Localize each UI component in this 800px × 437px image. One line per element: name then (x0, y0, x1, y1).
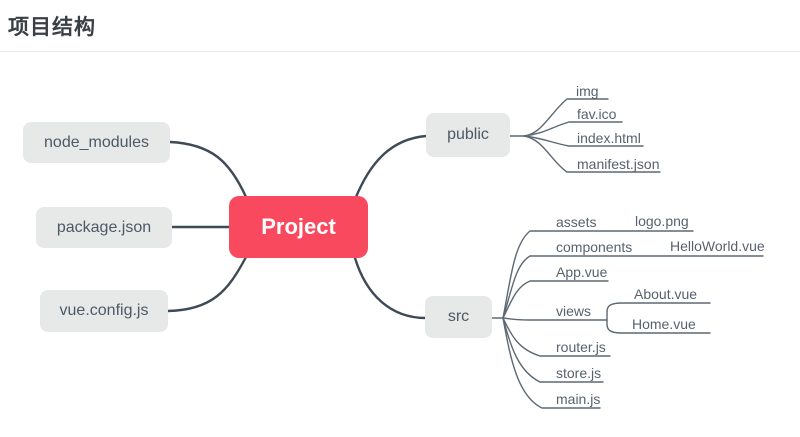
leaf-components[interactable]: components (556, 239, 633, 255)
leaf-views[interactable]: views (556, 303, 592, 319)
link-src-views (502, 317, 608, 321)
leaf-store_js[interactable]: store.js (556, 365, 602, 381)
node-node_modules[interactable]: node_modules (23, 122, 170, 163)
link-project-public (354, 134, 428, 199)
link-project-node_modules (168, 140, 248, 199)
node-vue_config_js[interactable]: vue.config.js (40, 290, 168, 332)
leaf-app_vue[interactable]: App.vue (556, 264, 608, 280)
node-package_json[interactable]: package.json (36, 207, 172, 248)
link-project-vue_config_js (166, 255, 248, 313)
leaf-about_vue[interactable]: About.vue (634, 286, 698, 302)
link-src-components-helloworld (502, 255, 764, 319)
title-divider (0, 51, 800, 52)
leaf-helloworld_vue[interactable]: HelloWorld.vue (670, 238, 765, 254)
page-title: 项目结构 (8, 16, 96, 39)
leaf-home_vue[interactable]: Home.vue (632, 316, 696, 332)
leaf-assets[interactable]: assets (556, 214, 597, 230)
node-project[interactable]: Project (229, 196, 368, 258)
leaf-index_html[interactable]: index.html (577, 130, 641, 146)
leaf-main_js[interactable]: main.js (556, 391, 601, 407)
node-src[interactable]: src (425, 296, 492, 338)
leaf-manifest_json[interactable]: manifest.json (577, 156, 660, 172)
node-public[interactable]: public (426, 113, 510, 157)
leaf-router_js[interactable]: router.js (556, 339, 606, 355)
leaf-img[interactable]: img (576, 83, 599, 99)
leaf-fav_ico[interactable]: fav.ico (577, 106, 617, 122)
link-project-src (353, 256, 428, 320)
leaf-logo_png[interactable]: logo.png (635, 213, 689, 229)
